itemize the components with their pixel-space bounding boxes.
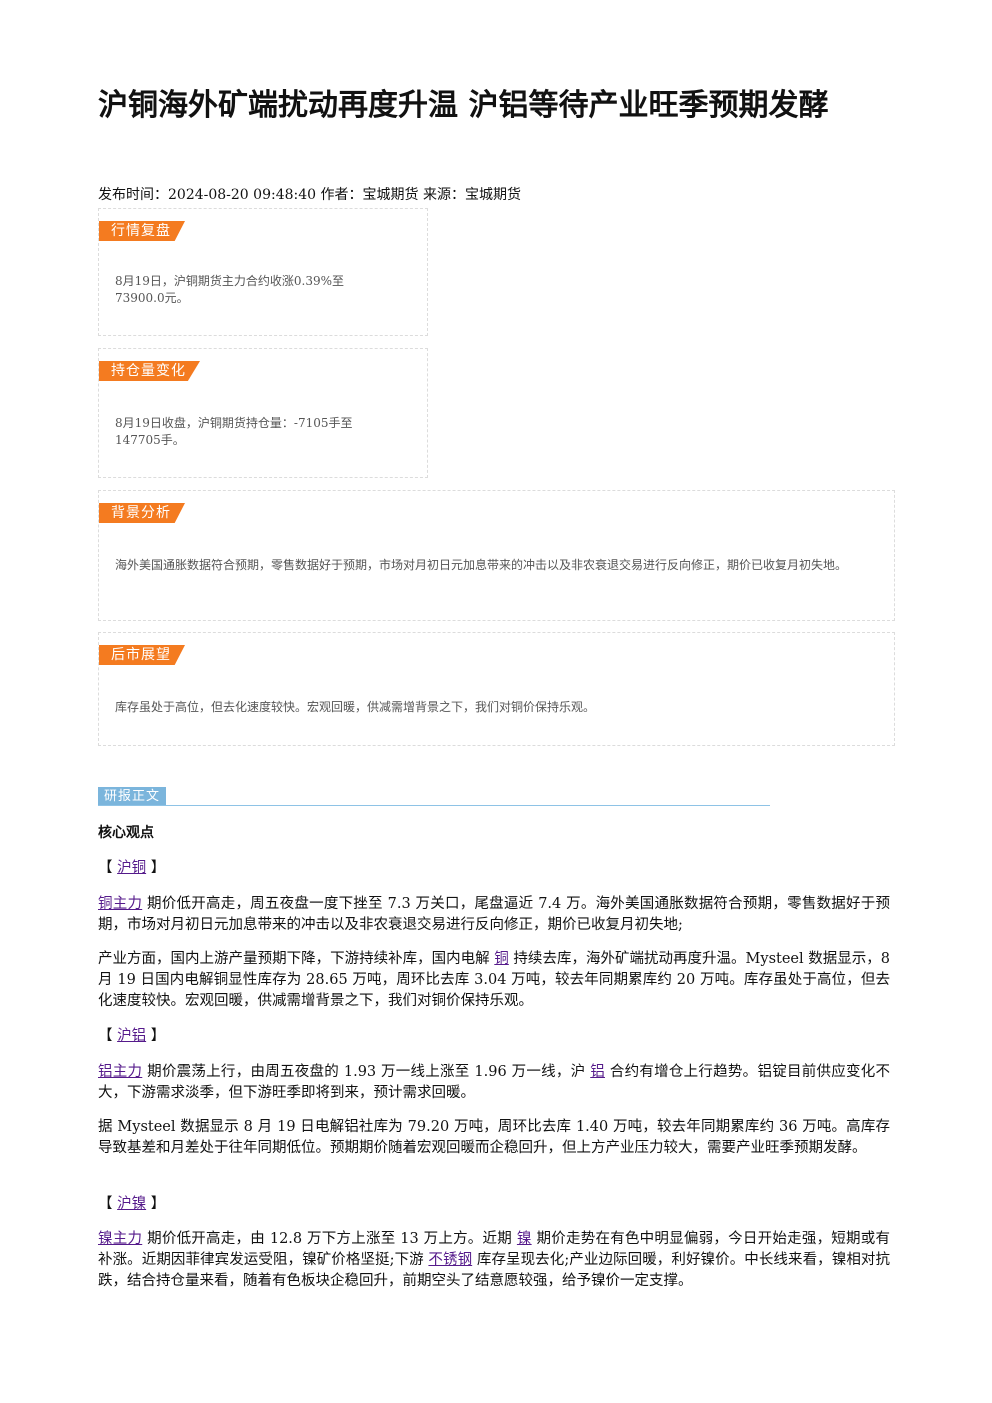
page-title: 沪铜海外矿端扰动再度升温 沪铝等待产业旺季预期发酵 [98, 88, 829, 123]
nickel-paragraph-1: 镍主力 期价低开高走，由 12.8 万下方上涨至 13 万上方。近期 镍 期价走… [98, 1231, 891, 1289]
market-review-tag: 行情复盘 [99, 221, 185, 241]
outlook-text: 库存虽处于高位，但去化速度较快。宏观回暖，供减需增背景之下，我们对铜价保持乐观。 [115, 700, 596, 714]
copper-paragraph-2: 产业方面，国内上游产量预期下降，下游持续补库，国内电解 铜 持续去库，海外矿端扰… [98, 951, 891, 1009]
open-interest-tag: 持仓量变化 [99, 361, 200, 381]
stainless-steel-link[interactable]: 不锈钢 [428, 1252, 473, 1268]
report-body-tag: 研报正文 [98, 787, 167, 806]
aluminum-main-link[interactable]: 铝主力 [98, 1064, 143, 1080]
copper-paragraph-1: 铜主力 期价低开高走，周五夜盘一度下挫至 7.3 万关口，尾盘逼近 7.4 万。… [98, 896, 890, 933]
nickel-inline-link[interactable]: 镍 [516, 1231, 532, 1247]
nickel-heading: 【 沪镍 】 [98, 1196, 166, 1212]
market-review-box: 行情复盘 8月19日，沪铜期货主力合约收涨0.39%至73900.0元。 [98, 208, 428, 336]
background-analysis-text: 海外美国通胀数据符合预期，零售数据好于预期，市场对月初日元加息带来的冲击以及非农… [115, 558, 848, 572]
copper-main-link[interactable]: 铜主力 [98, 896, 143, 912]
section-divider [98, 805, 770, 806]
background-analysis-tag: 背景分析 [99, 503, 185, 523]
open-interest-box: 持仓量变化 8月19日收盘，沪铜期货持仓量：-7105手至147705手。 [98, 348, 428, 478]
market-review-text: 8月19日，沪铜期货主力合约收涨0.39%至73900.0元。 [115, 274, 345, 305]
background-analysis-box: 背景分析 海外美国通胀数据符合预期，零售数据好于预期，市场对月初日元加息带来的冲… [98, 490, 895, 621]
aluminum-paragraph-2: 据 Mysteel 数据显示 8 月 19 日电解铝社库为 79.20 万吨，周… [98, 1119, 890, 1156]
aluminum-paragraph-1: 铝主力 期价震荡上行，由周五夜盘的 1.93 万一线上涨至 1.96 万一线，沪… [98, 1064, 891, 1101]
nickel-main-link[interactable]: 镍主力 [98, 1231, 143, 1247]
copper-inline-link[interactable]: 铜 [494, 951, 509, 967]
aluminum-inline-link[interactable]: 铝 [590, 1064, 605, 1080]
outlook-box: 后市展望 库存虽处于高位，但去化速度较快。宏观回暖，供减需增背景之下，我们对铜价… [98, 632, 895, 746]
copper-heading: 【 沪铜 】 [98, 860, 166, 876]
aluminum-link[interactable]: 沪铝 [117, 1028, 147, 1044]
outlook-tag: 后市展望 [99, 645, 185, 665]
aluminum-heading: 【 沪铝 】 [98, 1028, 166, 1044]
nickel-link[interactable]: 沪镍 [117, 1196, 147, 1212]
copper-link[interactable]: 沪铜 [117, 860, 147, 876]
publish-meta: 发布时间：2024-08-20 09:48:40 作者：宝城期货 来源：宝城期货 [98, 187, 521, 203]
core-view-heading: 核心观点 [98, 825, 154, 841]
open-interest-text: 8月19日收盘，沪铜期货持仓量：-7105手至147705手。 [115, 416, 353, 447]
